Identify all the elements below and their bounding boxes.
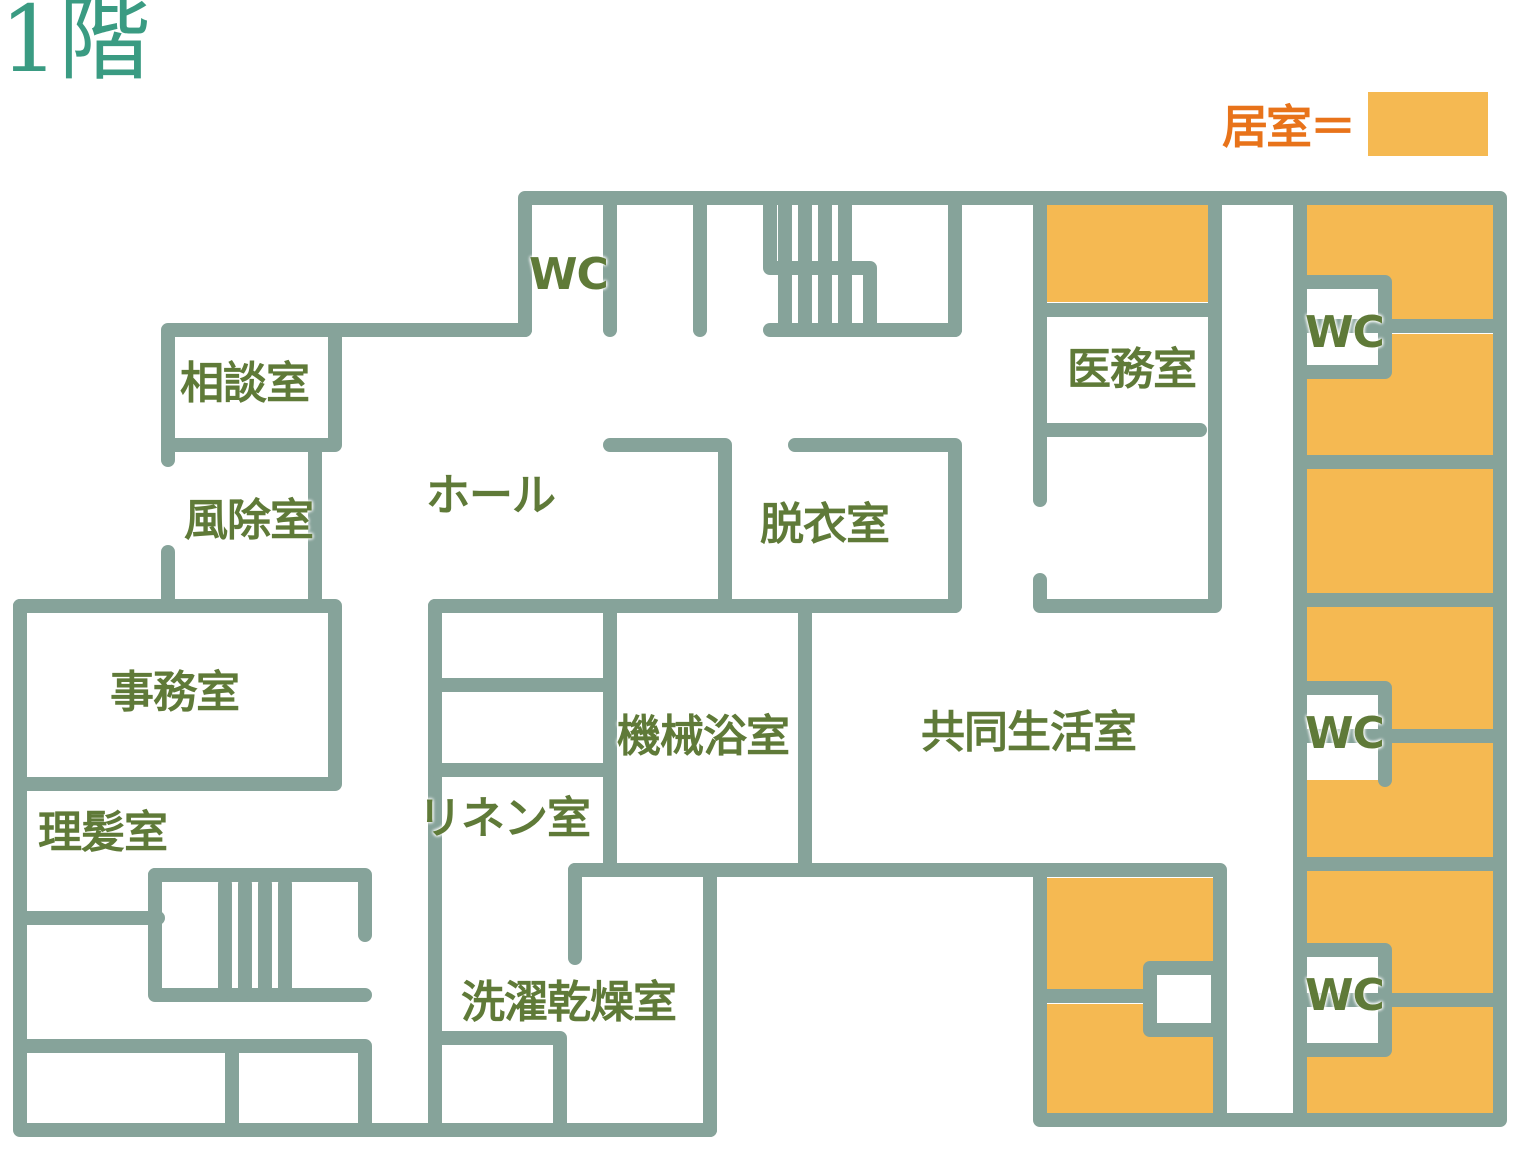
legend-label: 居室＝ (1222, 100, 1356, 154)
resident-room (1042, 202, 1212, 302)
room-label-barber: 理髪室 (38, 807, 168, 858)
room-label-laundry: 洗濯乾燥室 (461, 977, 677, 1028)
room-label-changing: 脱衣室 (760, 499, 890, 550)
room-label-office: 事務室 (110, 667, 240, 718)
room-label-mechanical-bath: 機械浴室 (617, 711, 790, 762)
legend: 居室＝ (1222, 92, 1488, 156)
resident-room (1305, 468, 1498, 598)
resident-rooms (1042, 202, 1498, 1120)
room-label-medical: 医務室 (1067, 344, 1197, 395)
room-label-linen: リネン室 (418, 793, 591, 844)
room-label-consultation: 相談室 (180, 358, 310, 409)
room-label-wc: WC (529, 249, 609, 300)
room-label-wc: WC (1305, 970, 1385, 1021)
room-label-common-living: 共同生活室 (921, 707, 1137, 758)
legend-swatch (1368, 92, 1488, 156)
walls (13, 191, 1507, 1137)
room-label-hall: ホール (426, 470, 556, 521)
floor-title: 1階 (0, 0, 151, 93)
room-label-windbreak: 風除室 (184, 495, 314, 546)
room-label-wc: WC (1305, 708, 1385, 759)
room-label-wc: WC (1305, 307, 1385, 358)
